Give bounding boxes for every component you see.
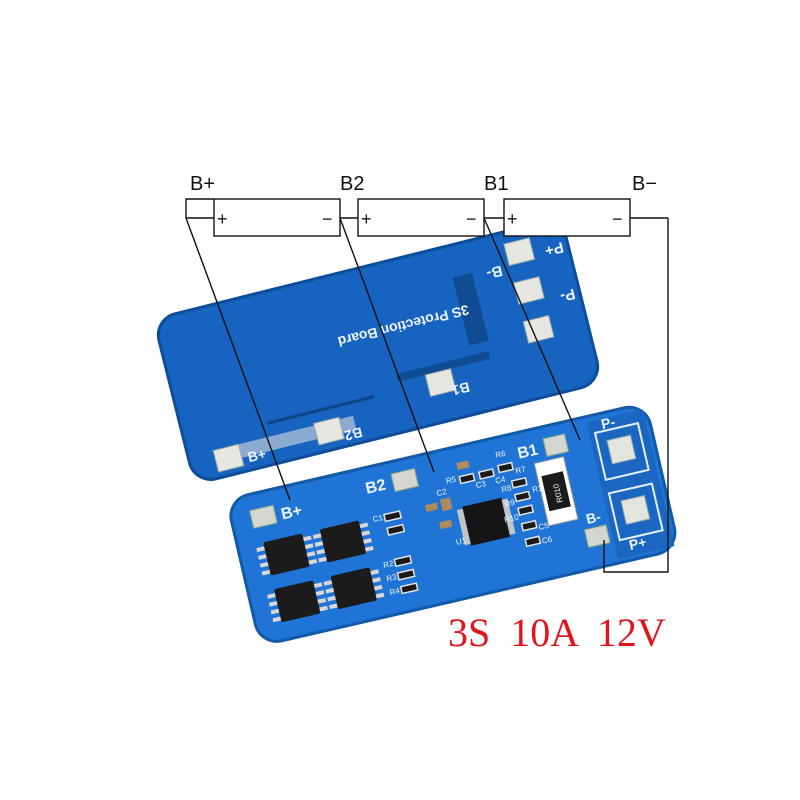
cell-3-minus: − (612, 209, 623, 229)
ref-r3: R3 (386, 572, 399, 583)
ref-r4: R4 (389, 586, 402, 597)
front-pad-label-p-minus: P- (599, 413, 617, 432)
back-pad-label-b-plus: B+ (246, 445, 268, 465)
front-pad-label-b2: B2 (364, 477, 388, 498)
ref-r9: R9 (504, 498, 517, 509)
back-pad-label-b-minus: B- (485, 262, 504, 282)
back-pad-label-p-plus: P+ (543, 238, 566, 259)
ref-c1: C1 (372, 513, 385, 524)
front-board: R010 (229, 405, 677, 643)
cell-1-minus: − (322, 209, 333, 229)
spec-caption: 3S 10A 12V (448, 610, 666, 655)
cell-1 (213, 198, 341, 237)
ref-r8: R8 (500, 483, 513, 494)
ref-c5: C5 (538, 521, 551, 532)
back-board: 3S Protection Board B- P+ P- B1 B2 B+ (156, 220, 600, 481)
wiring-diagram (185, 198, 669, 573)
front-pad-label-b1: B1 (516, 442, 540, 463)
ref-c4: C4 (494, 474, 507, 485)
back-pad-label-b1: B1 (450, 379, 471, 399)
ref-u1: U1 (455, 536, 468, 547)
ref-c3: C3 (475, 479, 488, 490)
cell-3-plus: + (507, 209, 518, 229)
cell-2-minus: − (466, 209, 477, 229)
terminal-label-b-plus: B+ (190, 173, 215, 195)
ref-r6: R6 (495, 449, 508, 460)
shunt-resistor-marking: R010 (551, 482, 564, 503)
ref-c2: C2 (436, 487, 449, 498)
terminal-label-b2: B2 (340, 173, 364, 195)
ref-r2: R2 (382, 559, 395, 570)
front-pad-label-b-plus: B+ (280, 502, 304, 523)
terminal-label-b-minus: B− (632, 173, 657, 195)
terminal-label-b1: B1 (484, 173, 508, 195)
cell-1-plus: + (217, 209, 228, 229)
back-pad-label-b2: B2 (343, 424, 364, 444)
ref-r1: R1 (531, 483, 544, 494)
back-pad-label-p-minus: P- (558, 285, 577, 305)
ref-r7: R7 (515, 465, 528, 476)
front-pad-label-b-minus: B- (584, 508, 602, 527)
ref-r5: R5 (445, 474, 458, 485)
cell-2 (357, 198, 485, 237)
cell-2-plus: + (361, 209, 372, 229)
front-pad-label-p-plus: P+ (627, 533, 648, 553)
ref-c6: C6 (541, 534, 554, 545)
ref-r10: R10 (503, 512, 520, 524)
